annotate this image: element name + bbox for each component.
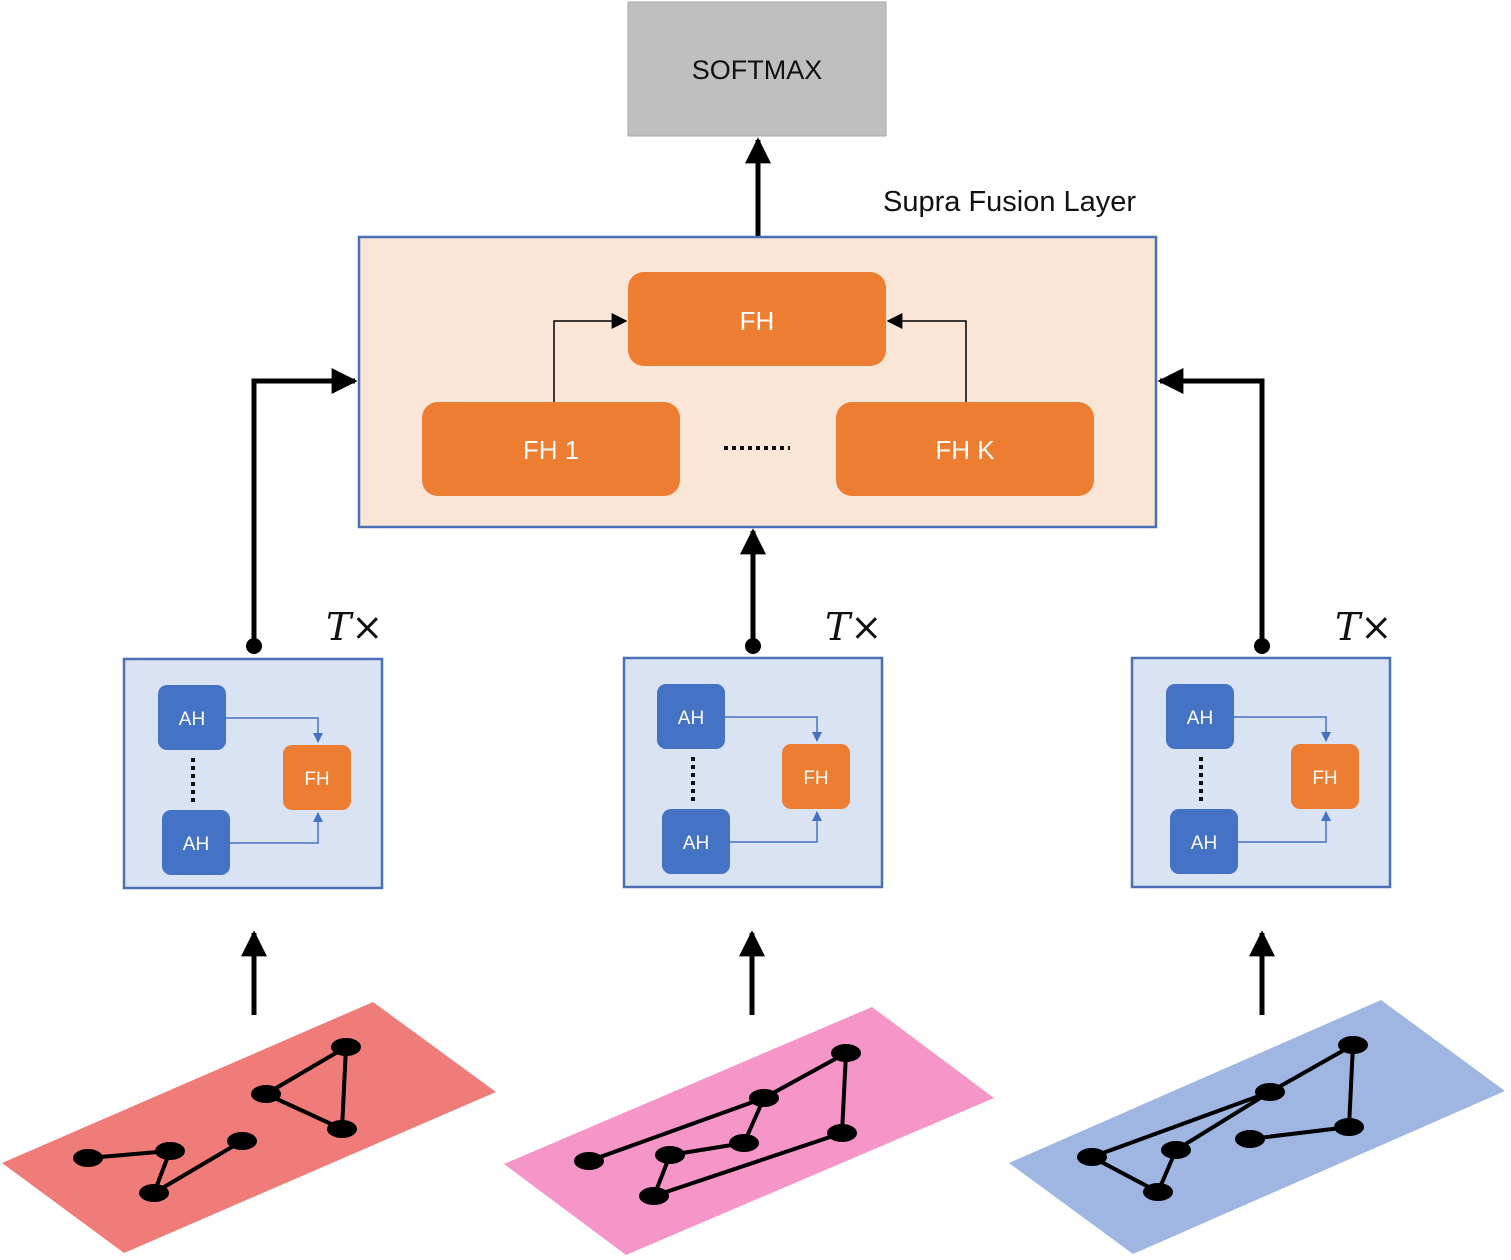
fusion-fh-1-label: FH 1 [523,435,579,465]
softmax-label: SOFTMAX [692,55,823,85]
encoder-block-1: AH AH FH [122,657,384,890]
encoder-3-ah-bottom: AH [1191,833,1217,854]
graph-layer-3 [1009,1000,1505,1254]
fusion-fh-top [628,272,886,366]
encoder-3-ah-top: AH [1187,708,1213,729]
fusion-fh-top-label: FH [740,306,775,336]
encoder-1-fh: FH [304,769,329,790]
encoder-1-ah-top: AH [179,709,205,730]
encoder-3-multiplier: T× [1335,605,1392,649]
encoder-2-multiplier: T× [825,605,882,649]
encoder-3-fh: FH [1312,768,1337,789]
graph-layer-2 [504,1007,994,1255]
fusion-layer-title: Supra Fusion Layer [883,186,1136,218]
graph-layer-1 [2,1002,496,1253]
encoder-1-ah-bottom: AH [183,834,209,855]
fusion-fh-1 [422,402,680,496]
arrow-fh1-to-fh [553,313,628,402]
arrow-fhk-to-fh [886,313,967,402]
encoder-2-fh: FH [803,768,828,789]
fusion-fh-k [836,402,1094,496]
fusion-fh-k-label: FH K [935,435,995,465]
graph-to-encoder-arrows [241,930,1275,1015]
encoder-block-3: AH AH FH [1130,656,1392,889]
softmax-block: SOFTMAX [627,1,887,137]
supra-fusion-layer: FH FH 1 FH K [357,235,1158,529]
encoder-to-fusion-arrows [246,368,1270,654]
encoder-2-ah-top: AH [678,708,704,729]
encoder-block-2: AH AH FH [622,656,884,889]
encoder-1-multiplier: T× [326,605,383,649]
encoder-2-ah-bottom: AH [683,833,709,854]
